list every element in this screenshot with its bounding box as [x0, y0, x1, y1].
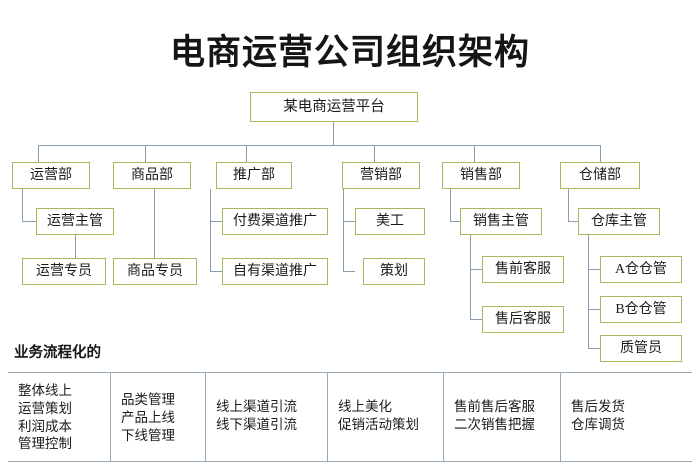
org-node-shouhou-kefu[interactable]: 售后客服 [482, 306, 564, 333]
connector-drop-dept-5 [474, 145, 476, 162]
org-node-yunying-zhuanyuan[interactable]: 运营专员 [22, 258, 106, 285]
org-node-dept-2[interactable]: 商品部 [113, 162, 191, 189]
connector-dept4-to-child-2 [343, 271, 355, 273]
org-node-xiaoshou-zhuguan[interactable]: 销售主管 [460, 208, 542, 235]
connector-department-bus [38, 145, 600, 147]
org-node-ziyou-qudao-tuiguang[interactable]: 自有渠道推广 [222, 258, 328, 285]
connector-xiaoshou-to-child-1 [470, 269, 482, 271]
flow-cell-3: 线上渠道引流 线下渠道引流 [206, 373, 328, 461]
flow-table: 整体线上 运营策划 利润成本 管理控制 品类管理 产品上线 下线管理 线上渠道引… [8, 372, 692, 462]
connector-drop-dept-2 [145, 145, 147, 162]
org-node-dept-3[interactable]: 推广部 [216, 162, 292, 189]
connector-dept3-to-child-2 [210, 271, 222, 273]
org-node-shangpin-zhuanyuan[interactable]: 商品专员 [113, 258, 197, 285]
flow-cell-1: 整体线上 运营策划 利润成本 管理控制 [8, 373, 111, 461]
org-node-zhiguanyuan[interactable]: 质管员 [600, 335, 682, 362]
org-node-yunying-zhuguan[interactable]: 运营主管 [36, 208, 114, 235]
flow-section-label: 业务流程化的 [14, 345, 101, 361]
connector-dept5-to-child [450, 221, 460, 223]
connector-xiaoshou-zhuguan-spine [470, 235, 472, 319]
connector-dept4-to-child-1 [343, 221, 355, 223]
page-title: 电商运营公司组织架构 [169, 33, 530, 72]
connector-dept1-spine [22, 189, 24, 221]
org-node-meigong[interactable]: 美工 [355, 208, 425, 235]
connector-cangku-zhuguan-spine [588, 235, 590, 348]
connector-dept6-to-child [568, 221, 578, 223]
org-node-root[interactable]: 某电商运营平台 [250, 92, 418, 122]
connector-yunying-zhuguan-spine [75, 235, 77, 265]
connector-drop-dept-3 [246, 145, 248, 162]
org-node-fufei-qudao-tuiguang[interactable]: 付费渠道推广 [222, 208, 328, 235]
connector-drop-dept-6 [600, 145, 602, 162]
connector-dept1-to-child [22, 221, 36, 223]
org-node-cehua[interactable]: 策划 [363, 258, 425, 285]
org-node-dept-5[interactable]: 销售部 [442, 162, 520, 189]
org-node-dept-4[interactable]: 营销部 [342, 162, 420, 189]
connector-drop-dept-1 [38, 145, 40, 162]
flow-cell-4: 线上美化 促销活动策划 [328, 373, 444, 461]
connector-drop-dept-4 [374, 145, 376, 162]
connector-cangku-to-child-3 [588, 348, 600, 350]
connector-cangku-to-child-1 [588, 269, 600, 271]
org-node-dept-1[interactable]: 运营部 [12, 162, 90, 189]
connector-dept2-spine [154, 189, 156, 258]
org-node-b-cang-cangguan[interactable]: B仓仓管 [600, 296, 682, 323]
connector-dept6-spine [568, 189, 570, 221]
flow-cell-5: 售前售后客服 二次销售把握 [444, 373, 561, 461]
org-node-dept-6[interactable]: 仓储部 [560, 162, 640, 189]
org-node-shouqian-kefu[interactable]: 售前客服 [482, 256, 564, 283]
connector-dept3-spine [210, 189, 212, 271]
flow-cell-6: 售后发货 仓库调货 [571, 399, 625, 432]
flow-cell-2: 品类管理 产品上线 下线管理 [111, 373, 206, 461]
connector-cangku-to-child-2 [588, 309, 600, 311]
connector-root-stem [333, 122, 335, 145]
connector-dept3-to-child-1 [210, 221, 222, 223]
connector-dept5-spine [450, 189, 452, 221]
connector-dept4-spine [343, 189, 345, 271]
connector-xiaoshou-to-child-2 [470, 319, 482, 321]
org-node-a-cang-cangguan[interactable]: A仓仓管 [600, 256, 682, 283]
org-node-cangku-zhuguan[interactable]: 仓库主管 [578, 208, 660, 235]
